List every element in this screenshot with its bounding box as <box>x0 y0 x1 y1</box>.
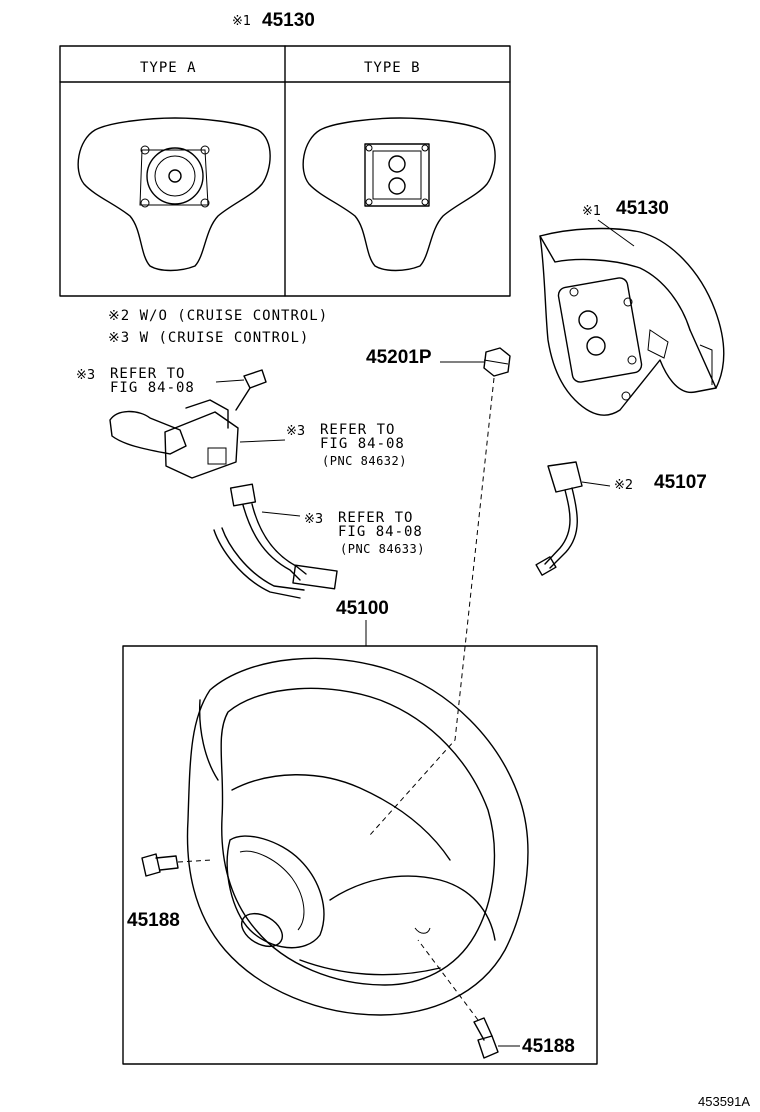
harness-part-number: 45107 <box>654 472 707 493</box>
steering-wheel-drawing <box>186 657 529 1016</box>
bolt-left-part-number: 45188 <box>127 910 180 931</box>
type-box-part-number: 45130 <box>262 10 315 31</box>
type-box-mark: ※1 <box>232 14 252 29</box>
refer-3-line2: FIG 84-08 <box>338 524 423 540</box>
type-a-label: TYPE A <box>140 60 197 76</box>
note-with-cruise: ※3 W (CRUISE CONTROL) <box>108 330 310 346</box>
assembly-line-nut <box>369 377 495 836</box>
type-a-pad-drawing <box>77 117 271 272</box>
refer-1-mark: ※3 <box>76 368 96 383</box>
screw-switch-drawing <box>215 369 267 411</box>
refer-2-line1: REFER TO <box>320 422 396 438</box>
type-box-frame <box>59 45 511 297</box>
refer-1-line2: FIG 84-08 <box>110 380 195 396</box>
harness-mark: ※2 <box>614 478 634 493</box>
bolt-bottom-drawing <box>417 939 520 1059</box>
switch-harness-drawing <box>213 483 338 599</box>
refer-2-pnc: (PNC 84632) <box>322 454 407 468</box>
note-without-cruise: ※2 W/O (CRUISE CONTROL) <box>108 308 329 324</box>
diagram-id: 453591A <box>698 1094 751 1109</box>
harness-45107-drawing <box>535 461 611 576</box>
refer-1-line1: REFER TO <box>110 366 186 382</box>
wheel-part-number: 45100 <box>336 598 389 619</box>
cruise-switch-drawing <box>109 399 286 479</box>
refer-3-mark: ※3 <box>304 512 324 527</box>
steering-wheel-box <box>122 645 598 1065</box>
refer-3-pnc: (PNC 84633) <box>340 542 425 556</box>
nut-drawing <box>440 347 511 377</box>
nut-part-number: 45201P <box>366 347 432 368</box>
airbag-mark: ※1 <box>582 204 602 219</box>
refer-2-mark: ※3 <box>286 424 306 439</box>
bolt-left-drawing <box>141 853 213 877</box>
refer-2-line2: FIG 84-08 <box>320 436 405 452</box>
bolt-bottom-part-number: 45188 <box>522 1036 575 1057</box>
type-b-label: TYPE B <box>364 60 421 76</box>
airbag-module-drawing <box>539 219 725 416</box>
type-b-pad-drawing <box>302 117 496 272</box>
refer-3-line1: REFER TO <box>338 510 414 526</box>
airbag-part-number: 45130 <box>616 198 669 219</box>
